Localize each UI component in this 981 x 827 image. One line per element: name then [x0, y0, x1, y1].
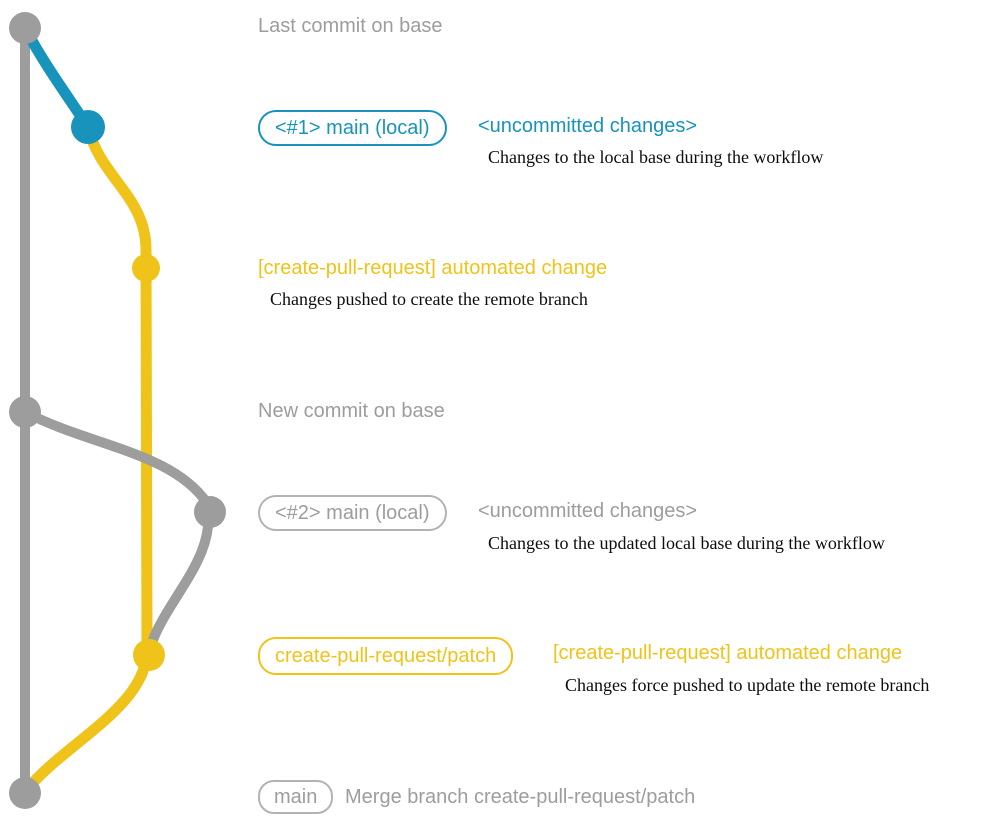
uncommitted-changes-desc-2: Changes to the updated local base during…	[488, 533, 885, 553]
uncommitted-changes-label-2: <uncommitted changes>	[478, 500, 698, 522]
uncommitted-branch-curve-1	[20, 24, 94, 133]
uncommitted-changes-desc-1: Changes to the local base during the wor…	[488, 147, 824, 167]
branch-tag-main: main	[258, 780, 334, 814]
commit-node-merge	[9, 777, 41, 809]
automated-change-label-1: [create-pull-request] automated change	[258, 257, 608, 279]
uncommitted-changes-label-1: <uncommitted changes>	[478, 115, 698, 137]
branch-tag-main-local-1: <#1> main (local)	[258, 110, 447, 146]
new-commit-label: New commit on base	[258, 400, 445, 422]
automated-change-desc-1: Changes pushed to create the remote bran…	[270, 289, 588, 309]
last-commit-label: Last commit on base	[258, 15, 443, 37]
branch-tag-main-local-2: <#2> main (local)	[258, 495, 447, 531]
uncommitted-branch-curve-2	[20, 407, 214, 653]
branch-tag-create-pull-request-patch: create-pull-request/patch	[258, 637, 514, 675]
merge-commit-label: Merge branch create-pull-request/patch	[345, 786, 696, 808]
commit-node-uncommitted-1	[71, 110, 105, 144]
automated-change-desc-2: Changes force pushed to update the remot…	[565, 675, 930, 695]
automated-change-label-2: [create-pull-request] automated change	[553, 642, 903, 664]
commit-node-automated-2	[133, 639, 165, 671]
commit-node-automated-1	[132, 254, 160, 282]
commit-node-new-base	[9, 396, 41, 428]
commit-node-uncommitted-2	[194, 496, 226, 528]
commit-node-last-base	[9, 12, 41, 44]
commit-graph	[9, 12, 226, 809]
